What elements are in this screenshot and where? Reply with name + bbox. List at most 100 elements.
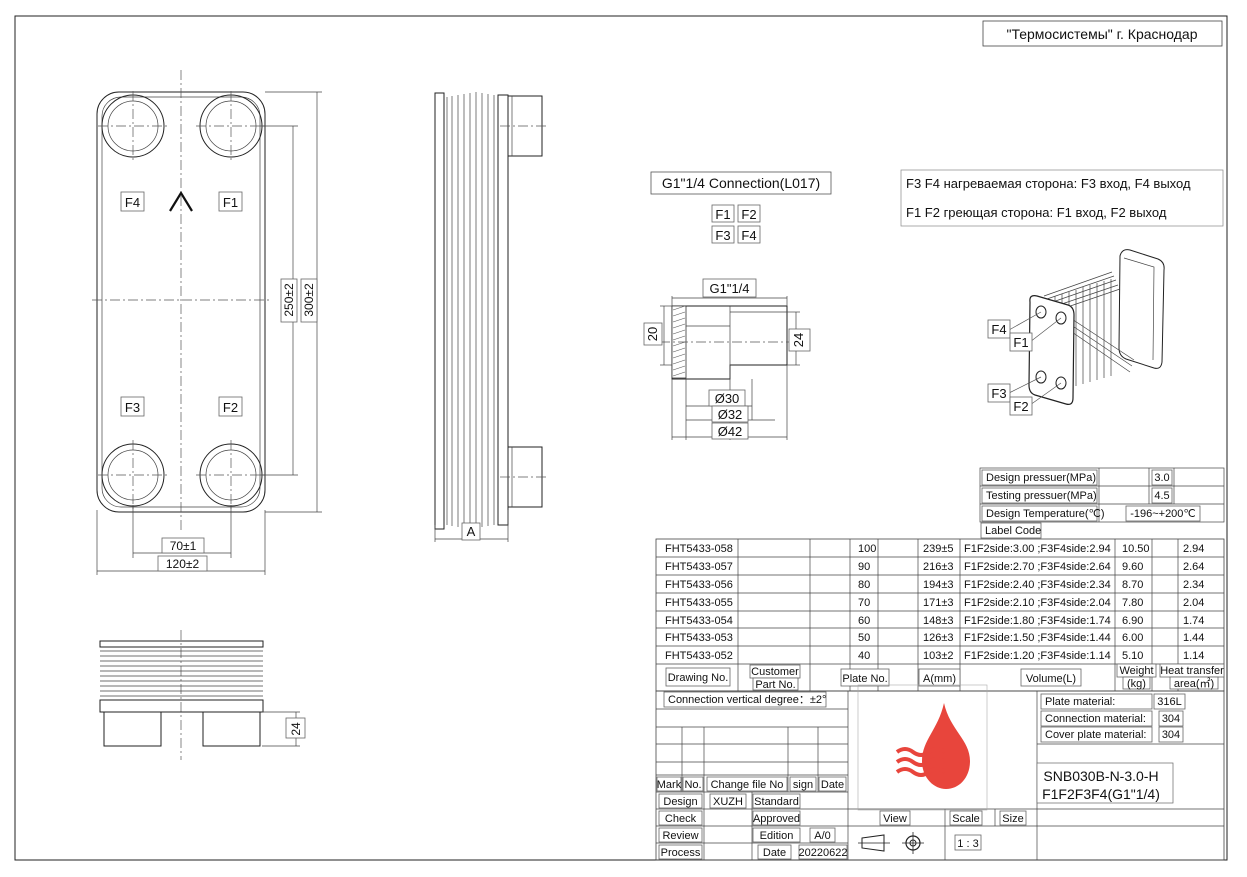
projection-symbol-icon — [858, 832, 924, 854]
header-part-no: Part No. — [755, 679, 795, 691]
legend-heated-side: F3 F4 нагреваемая сторона: F3 вход, F4 в… — [906, 176, 1191, 191]
model-a: 103±2 — [923, 650, 954, 662]
model-a: 216±3 — [923, 561, 954, 573]
conn-port-f1: F1 — [715, 207, 730, 222]
model-weight: 10.50 — [1122, 543, 1150, 555]
model-a: 171±3 — [923, 597, 954, 609]
tb-review: Review — [662, 830, 698, 842]
model-volume: F1F2side:1.20 ;F3F4side:1.14 — [964, 650, 1111, 662]
plate-material-label: Plate material: — [1045, 696, 1115, 708]
model-volume: F1F2side:2.70 ;F3F4side:2.64 — [964, 561, 1111, 573]
model-volume: F1F2side:1.50 ;F3F4side:1.44 — [964, 632, 1111, 644]
model-volume: F1F2side:3.00 ;F3F4side:2.94 — [964, 543, 1111, 555]
model-volume: F1F2side:2.10 ;F3F4side:2.04 — [964, 597, 1111, 609]
header-volume: Volume(L) — [1026, 673, 1076, 685]
iso-label-f4: F4 — [991, 322, 1006, 337]
header-customer: Customer — [751, 666, 799, 678]
company-title: "Термосистемы" г. Краснодар — [1007, 26, 1198, 42]
tb-date2: Date — [763, 847, 786, 859]
tb-mark: Mark — [657, 779, 682, 791]
design-pressure-label: Design pressuer(MPa) — [986, 472, 1096, 484]
dim-width-inner: 70±1 — [170, 539, 197, 553]
company-logo — [895, 703, 970, 789]
port-label-f2: F2 — [223, 400, 238, 415]
model-area: 1.74 — [1183, 615, 1204, 627]
model-plates: 40 — [858, 650, 870, 662]
port-circle — [98, 440, 168, 510]
dim-height-outer: 300±2 — [302, 283, 316, 317]
dim-d42: Ø42 — [718, 424, 743, 439]
model-a: 126±3 — [923, 632, 954, 644]
product-connection: F1F2F3F4(G1"1/4) — [1042, 786, 1160, 802]
tb-design: Design — [663, 796, 697, 808]
model-plates: 70 — [858, 597, 870, 609]
header-weight: Weight — [1119, 665, 1153, 677]
model-row: FHT5433-056 80 194±3 F1F2side:2.40 ;F3F4… — [665, 579, 1204, 591]
tb-standard: Standard — [754, 796, 799, 808]
model-row: FHT5433-058 100 239±5 F1F2side:3.00 ;F3F… — [665, 543, 1204, 555]
dim-width-outer: 120±2 — [166, 557, 200, 571]
legend-heating-side: F1 F2 греющая сторона: F1 вход, F2 выход — [906, 205, 1167, 220]
models-header: Drawing No. Customer Part No. Plate No. … — [665, 663, 1225, 691]
cover-plate-material-value: 304 — [1162, 729, 1180, 741]
tb-sign: sign — [793, 779, 813, 791]
connection-material-value: 304 — [1162, 713, 1180, 725]
label-code: Label Code — [985, 525, 1041, 537]
model-plates: 60 — [858, 615, 870, 627]
port-label-f1: F1 — [223, 195, 238, 210]
port-circle — [98, 91, 168, 161]
product-code: SNB030B-N-3.0-H — [1043, 768, 1158, 784]
port-circle — [196, 91, 266, 161]
model-row: FHT5433-054 60 148±3 F1F2side:1.80 ;F3F4… — [665, 615, 1204, 627]
front-view: F4 F1 F3 F2 250±2 300±2 70±1 120±2 — [92, 70, 322, 575]
header-a-mm: A(mm) — [923, 673, 956, 685]
model-drawing-no: FHT5433-054 — [665, 615, 733, 627]
design-parameters-table: Design pressuer(MPa) 3.0 Testing pressue… — [979, 467, 1225, 539]
model-plates: 90 — [858, 561, 870, 573]
header-plate-no: Plate No. — [842, 673, 887, 685]
model-volume: F1F2side:2.40 ;F3F4side:2.34 — [964, 579, 1111, 591]
model-weight: 9.60 — [1122, 561, 1143, 573]
plate-material-value: 316L — [1157, 696, 1181, 708]
model-drawing-no: FHT5433-058 — [665, 543, 733, 555]
model-a: 148±3 — [923, 615, 954, 627]
model-a: 239±5 — [923, 543, 954, 555]
iso-label-f2: F2 — [1013, 399, 1028, 414]
model-area: 1.14 — [1183, 650, 1204, 662]
flow-legend: F3 F4 нагреваемая сторона: F3 вход, F4 в… — [900, 169, 1224, 227]
dim-20: 20 — [645, 327, 660, 341]
header-area-unit: area(㎡) — [1174, 677, 1214, 690]
design-pressure-value: 3.0 — [1154, 472, 1169, 484]
models-table — [655, 538, 1225, 692]
dim-thread: G1"1/4 — [709, 281, 749, 296]
tb-approved: Approved — [753, 813, 800, 825]
model-volume: F1F2side:1.80 ;F3F4side:1.74 — [964, 615, 1111, 627]
model-drawing-no: FHT5433-056 — [665, 579, 733, 591]
model-area: 2.04 — [1183, 597, 1204, 609]
design-temperature-value: -196~+200℃ — [1130, 508, 1196, 520]
model-plates: 50 — [858, 632, 870, 644]
header-weight-unit: (kg) — [1127, 678, 1146, 690]
connection-detail: G1"1/4 Connection(L017) F1 F2 F3 F4 G1"1… — [643, 171, 832, 440]
port-circle — [196, 440, 266, 510]
model-area: 2.64 — [1183, 561, 1204, 573]
model-area: 2.34 — [1183, 579, 1204, 591]
model-drawing-no: FHT5433-057 — [665, 561, 733, 573]
model-row: FHT5433-057 90 216±3 F1F2side:2.70 ;F3F4… — [665, 561, 1204, 573]
tb-scale-value: 1 : 3 — [957, 838, 978, 850]
model-row: FHT5433-053 50 126±3 F1F2side:1.50 ;F3F4… — [665, 632, 1204, 644]
tb-date: Date — [821, 779, 844, 791]
tb-edition: Edition — [760, 830, 794, 842]
model-area: 1.44 — [1183, 632, 1204, 644]
model-weight: 6.00 — [1122, 632, 1143, 644]
tb-check: Check — [665, 813, 697, 825]
iso-label-f1: F1 — [1013, 335, 1028, 350]
testing-pressure-value: 4.5 — [1154, 490, 1169, 502]
tb-change-file: Change file No — [711, 779, 784, 791]
dim-a: A — [467, 524, 476, 539]
tb-process: Process — [661, 847, 701, 859]
model-area: 2.94 — [1183, 543, 1204, 555]
side-view: A — [434, 92, 548, 542]
tb-view: View — [883, 813, 907, 825]
dim-24: 24 — [791, 333, 806, 347]
